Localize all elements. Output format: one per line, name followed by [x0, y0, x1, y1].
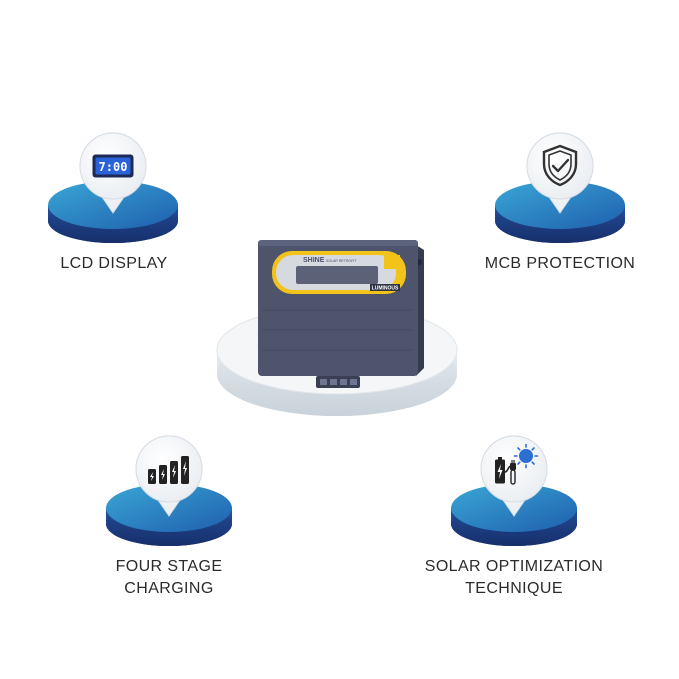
maker-badge: LUMINOUS — [372, 286, 399, 292]
brand-logo: SHINE — [303, 257, 325, 264]
solar-charge-controller — [258, 240, 424, 388]
brand-subtext: SOLAR RETROFIT — [326, 259, 357, 263]
